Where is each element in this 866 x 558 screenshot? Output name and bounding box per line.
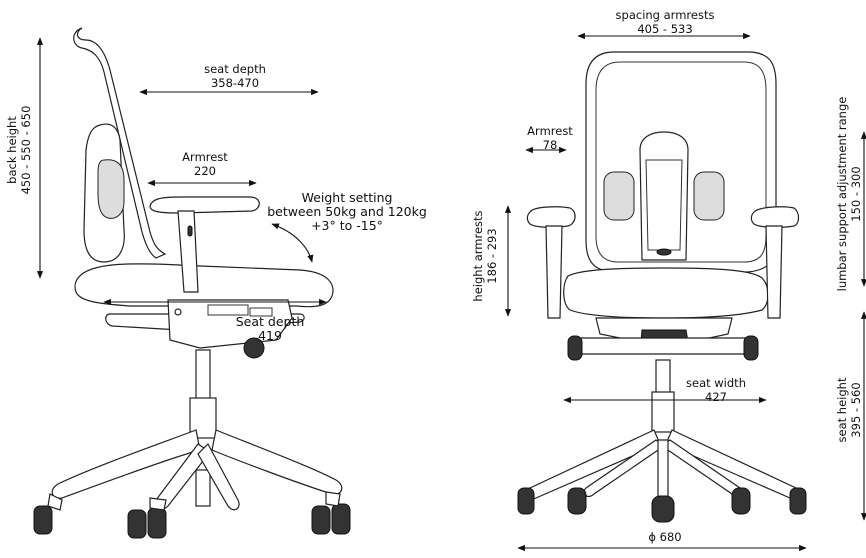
seat-depth-bottom-title: Seat depth	[235, 314, 305, 329]
armrest-side-label: Armrest 220	[170, 150, 240, 178]
dimension-arrows	[36, 32, 866, 552]
base-diameter-value: ϕ 680	[648, 530, 682, 544]
seat-width-label: seat width 427	[676, 376, 756, 404]
lumbar-support-value: 150 - 300	[849, 166, 863, 222]
seat-width-title: seat width	[686, 376, 746, 390]
seat-depth-top-title: seat depth	[204, 62, 266, 76]
side-view-chair	[33, 27, 351, 539]
seat-width-value: 427	[705, 390, 727, 404]
back-height-value: 450 - 550 - 650	[19, 105, 33, 195]
seat-depth-bottom-label: Seat depth 419	[220, 315, 320, 343]
back-height-label: back height 450 - 550 - 650	[5, 80, 33, 220]
armrest-side-title: Armrest	[182, 150, 228, 164]
weight-setting-line2: between 50kg and 120kg	[267, 204, 427, 219]
armrest-front-value: 78	[542, 138, 558, 152]
back-view-chair	[517, 51, 807, 523]
seat-depth-top-label: seat depth 358-470	[180, 62, 290, 90]
seat-depth-top-value: 358-470	[210, 76, 260, 90]
spacing-armrests-value: 405 - 533	[637, 22, 693, 36]
height-armrests-title: height armrests	[471, 210, 485, 302]
spacing-armrests-label: spacing armrests 405 - 533	[600, 8, 730, 36]
height-armrests-label: height armrests 186 - 293	[471, 201, 499, 311]
height-armrests-value: 186 - 293	[485, 228, 499, 284]
spacing-armrests-title: spacing armrests	[615, 8, 715, 22]
weight-setting-line1: Weight setting	[301, 190, 393, 205]
back-height-title: back height	[5, 116, 19, 184]
seat-depth-bottom-value: 419	[258, 328, 282, 343]
seat-height-title: seat height	[835, 377, 849, 443]
seat-height-value: 395 - 560	[849, 382, 863, 438]
armrest-front-label: Armrest 78	[520, 124, 580, 152]
base-diameter-label: ϕ 680	[630, 530, 700, 544]
armrest-front-title: Armrest	[527, 124, 573, 138]
weight-setting-line3: +3° to -15°	[311, 218, 383, 233]
seat-height-label: seat height 395 - 560	[835, 355, 863, 465]
lumbar-support-title: lumbar support adjustment range	[835, 96, 849, 292]
armrest-side-value: 220	[194, 164, 216, 178]
lumbar-support-label: lumbar support adjustment range 150 - 30…	[835, 94, 863, 294]
weight-setting-label: Weight setting between 50kg and 120kg +3…	[266, 191, 428, 233]
